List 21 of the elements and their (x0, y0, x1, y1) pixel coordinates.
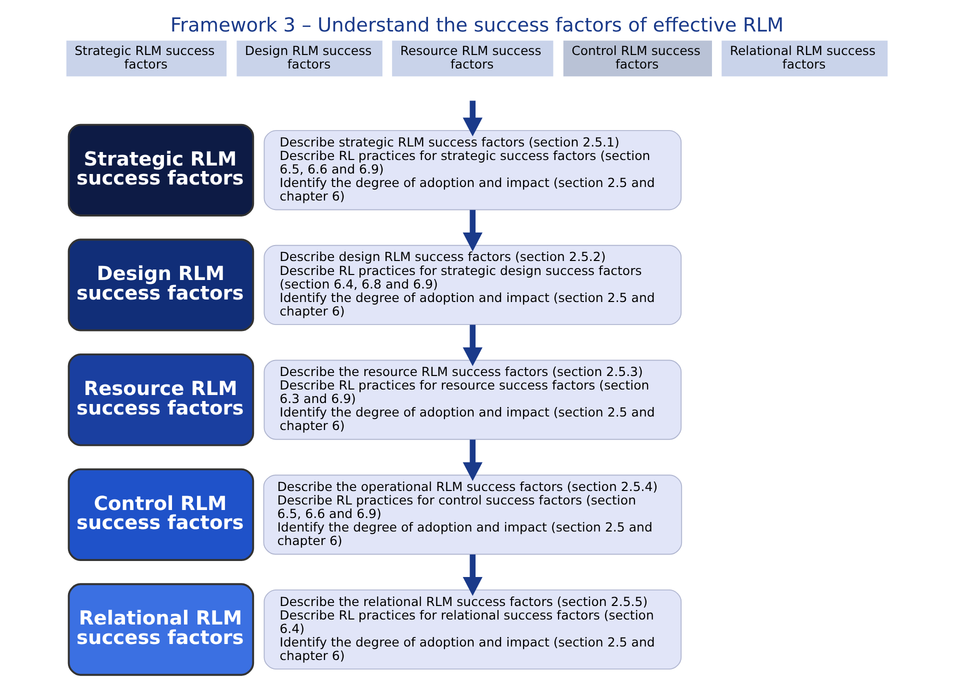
node-box: Control RLM success factors (563, 40, 712, 76)
node-box: Strategic RLM success factors (68, 124, 254, 216)
diagram-title: Framework 3 – Understand the success factors of effective RLM (170, 13, 784, 36)
node-box: Describe the relational RLM success factors (section 2.5.5) Describe RL practices for relational success factors (section 6.4) Identify the degree of adoption and impact (section 2.5 and chapter 6) (264, 589, 682, 670)
arrow (462, 324, 483, 366)
arrow (462, 554, 483, 596)
node-box: Control RLM success factors (68, 468, 254, 561)
arrow (462, 210, 483, 252)
arrow (462, 100, 483, 136)
node-box: Describe strategic RLM success factors (section 2.5.1) Describe RL practices for strategic success factors (section 6.5, 6.6 and 6.9) Identify the degree of adoption and impact (section 2.5 and chapter 6) (264, 130, 682, 210)
node-box: Relational RLM success factors (68, 583, 254, 676)
node-box: Resource RLM success factors (68, 354, 254, 446)
node-box: Describe the resource RLM success factors (section 2.5.3) Describe RL practices for resource success factors (section 6.3 and 6.9) Identify the degree of adoption and impact (section 2.5 and chapter 6) (264, 360, 682, 440)
node-box: Describe design RLM success factors (section 2.5.2) Describe RL practices for strategic design success factors (section 6.4, 6.8 and 6.9) Identify the degree of adoption and impact (section 2.5 and chapter 6) (264, 244, 682, 326)
arrow (462, 440, 483, 481)
node-box: Describe the operational RLM success factors (section 2.5.4) Describe RL practices for control success factors (section 6.5, 6.6 and 6.9) Identify the degree of adoption and impact (section 2.5 and chapter 6) (263, 474, 682, 555)
node-box: Strategic RLM success factors (66, 40, 227, 76)
node-box: Design RLM success factors (236, 40, 382, 76)
node-box: Design RLM success factors (68, 238, 254, 332)
node-box: Resource RLM success factors (392, 40, 554, 76)
node-box: Relational RLM success factors (722, 40, 888, 76)
